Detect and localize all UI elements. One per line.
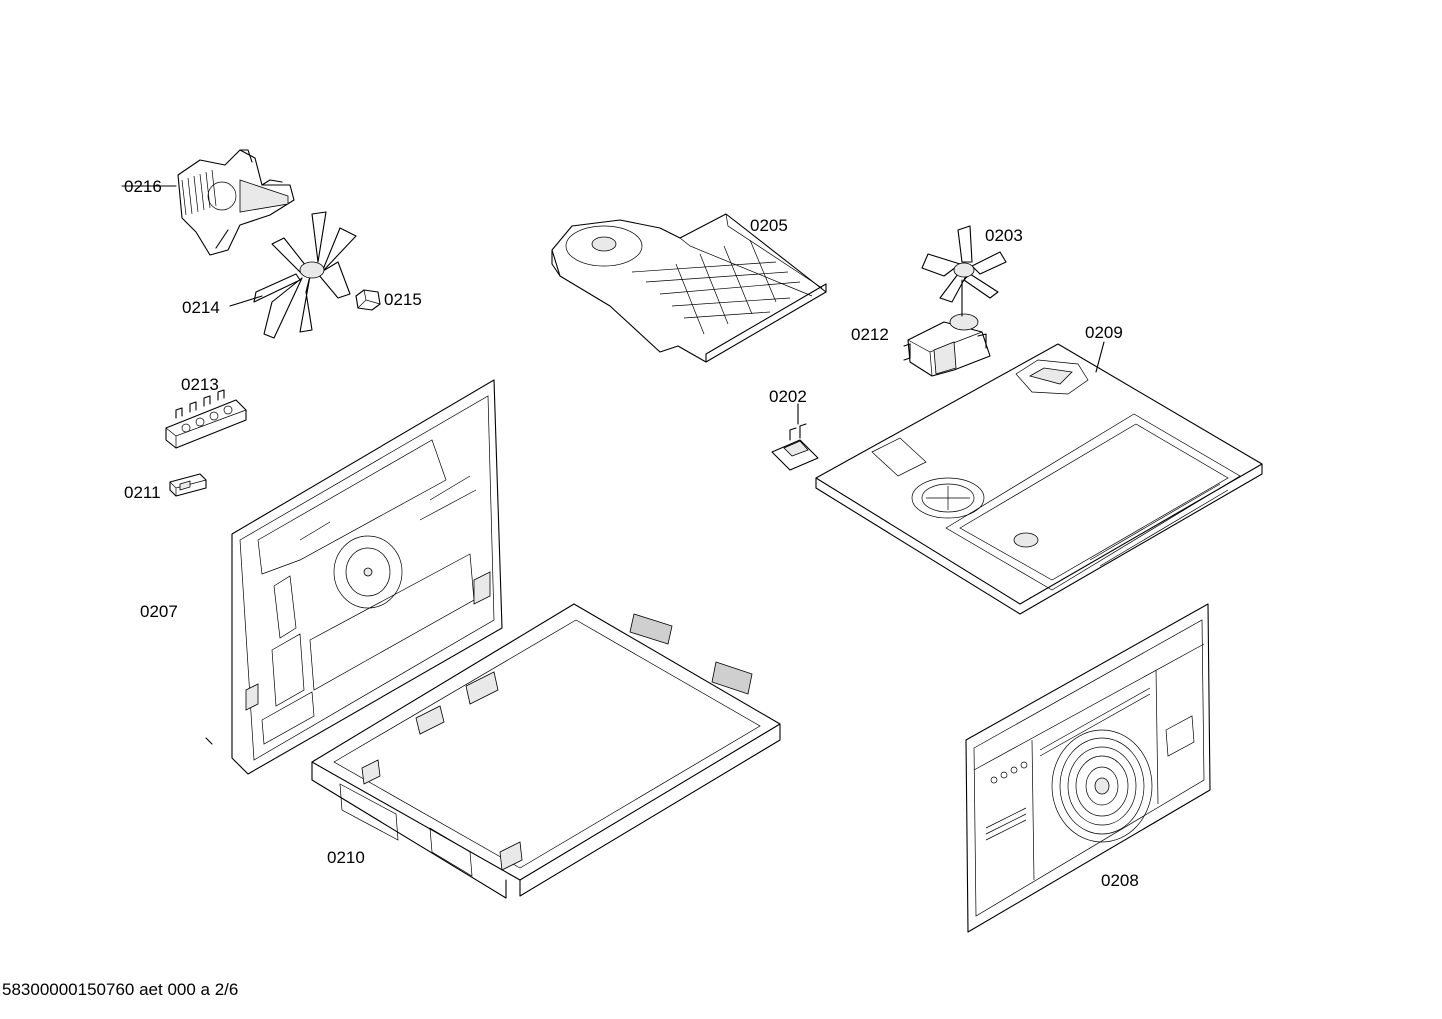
part-0213-terminal-block[interactable] — [165, 389, 247, 449]
part-0216-fan-motor[interactable] — [177, 149, 295, 256]
part-0209-top-cover-plate[interactable] — [815, 343, 1263, 615]
part-0207-rear-panel[interactable] — [231, 379, 503, 775]
callout-0205: 0205 — [750, 216, 788, 235]
leader-0214 — [229, 295, 263, 307]
part-0214-fan-impeller[interactable] — [253, 211, 357, 339]
callout-0207: 0207 — [140, 602, 178, 621]
callout-0210: 0210 — [327, 848, 365, 867]
callout-0211: 0211 — [124, 483, 161, 502]
callout-0213: 0213 — [181, 375, 219, 394]
callout-0214: 0214 — [182, 298, 220, 317]
part-0215-fan-nut[interactable] — [355, 289, 381, 311]
callout-0203: 0203 — [985, 226, 1023, 245]
part-0210-bottom-tray[interactable] — [311, 603, 781, 899]
part-0202-thermostat[interactable] — [771, 423, 819, 471]
part-0212-cooling-fan-motor[interactable] — [903, 279, 991, 377]
document-footer-code: 58300000150760 aet 000 a 2/6 — [2, 980, 239, 999]
callout-0215: 0215 — [384, 290, 422, 309]
callout-0216: 0216 — [124, 177, 162, 196]
callout-0208: 0208 — [1101, 871, 1139, 890]
part-0203-cooling-fan-blade[interactable] — [921, 225, 1007, 303]
leader-0209 — [1095, 341, 1105, 373]
tick-0207 — [205, 737, 213, 745]
callout-0209: 0209 — [1085, 323, 1123, 342]
callout-0202: 0202 — [769, 387, 807, 406]
part-0208-inner-back-panel[interactable] — [965, 603, 1211, 933]
callout-0212: 0212 — [851, 325, 889, 344]
part-0211-connector[interactable] — [169, 473, 207, 497]
part-0205-cooling-fan-housing[interactable] — [551, 213, 827, 363]
